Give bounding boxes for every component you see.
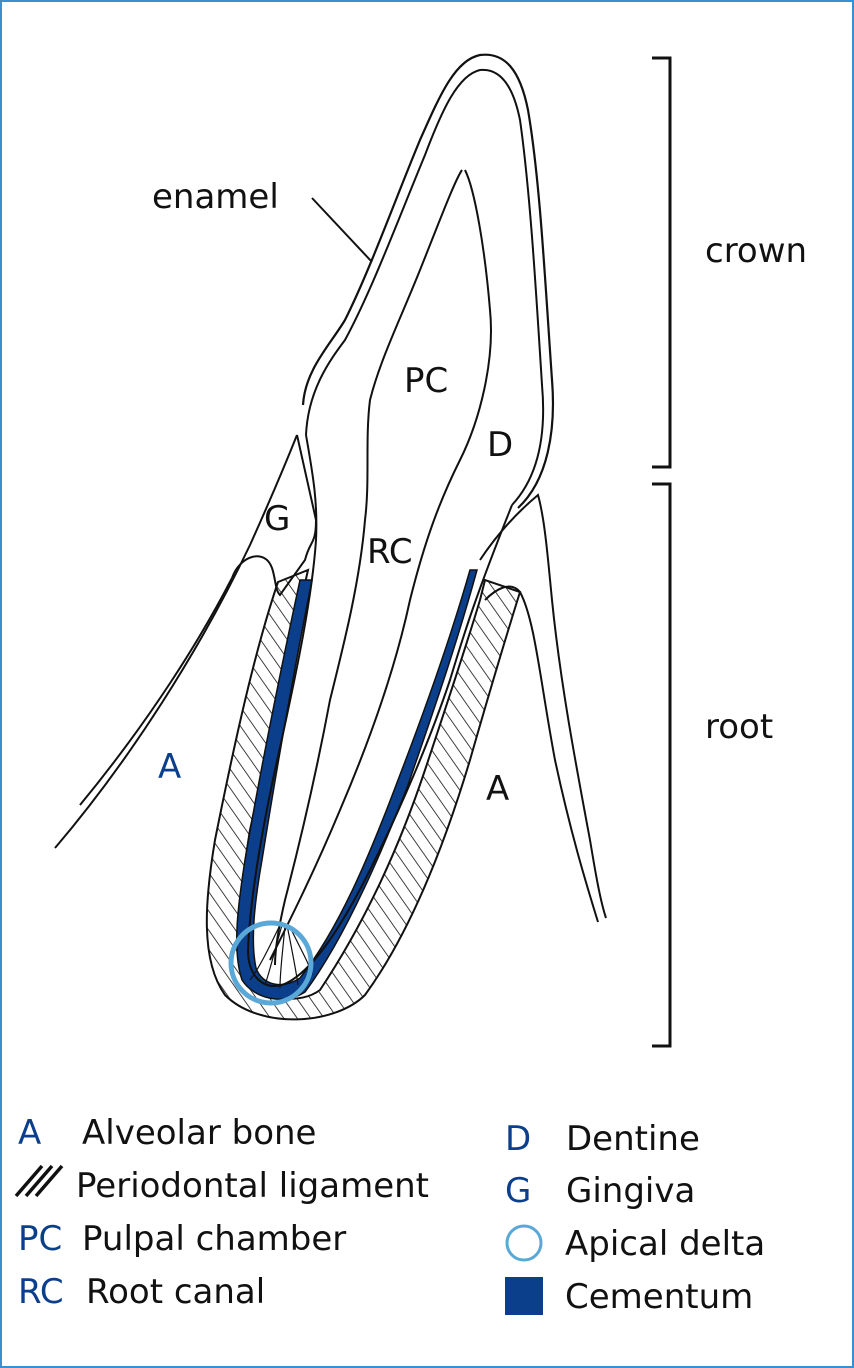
legend-text-apical-delta: Apical delta bbox=[565, 1224, 765, 1264]
label-rc: RC bbox=[367, 532, 413, 572]
crown-bracket bbox=[652, 56, 672, 469]
label-pc: PC bbox=[404, 361, 448, 401]
label-a-left: A bbox=[158, 747, 181, 787]
right-bone-inner bbox=[484, 585, 599, 923]
legend-text-root-canal: Root canal bbox=[86, 1272, 265, 1312]
enamel-outer bbox=[301, 53, 555, 509]
legend-code-pc: PC bbox=[18, 1219, 62, 1259]
legend-code-g: G bbox=[505, 1171, 531, 1211]
legend-text-cementum: Cementum bbox=[565, 1277, 753, 1317]
dentine-outline bbox=[246, 434, 513, 987]
root-bracket bbox=[652, 482, 672, 1048]
apical-delta-circle bbox=[228, 920, 314, 1006]
apical-fibres bbox=[249, 924, 313, 989]
apical-delta-icon bbox=[505, 1224, 543, 1262]
label-d: D bbox=[487, 425, 513, 465]
legend-text-pulpal-chamber: Pulpal chamber bbox=[82, 1219, 346, 1259]
legend-right: D Dentine G Gingiva Apical delta Cementu… bbox=[505, 1119, 765, 1317]
left-bone-outline bbox=[54, 434, 298, 849]
label-enamel: enamel bbox=[152, 177, 279, 217]
legend-text-alveolar-bone: Alveolar bone bbox=[82, 1113, 316, 1153]
label-crown: crown bbox=[705, 231, 807, 271]
label-root: root bbox=[705, 707, 773, 747]
hatch-icon bbox=[14, 1164, 64, 1198]
enamel-inner bbox=[305, 68, 545, 506]
enamel-pointer bbox=[311, 197, 373, 263]
left-bone-inner-line bbox=[79, 577, 233, 806]
label-a-right: A bbox=[486, 769, 509, 809]
legend-code-rc: RC bbox=[18, 1272, 64, 1312]
legend-text-gingiva: Gingiva bbox=[566, 1171, 695, 1211]
legend-code-a: A bbox=[18, 1113, 41, 1153]
legend-text-periodontal-ligament: Periodontal ligament bbox=[76, 1166, 429, 1206]
cementum-band bbox=[235, 569, 478, 1000]
pulp-chamber bbox=[269, 169, 492, 966]
right-gingiva bbox=[479, 493, 607, 919]
legend-left: A Alveolar bone Periodontal ligament PC … bbox=[14, 1113, 429, 1312]
legend-code-d: D bbox=[505, 1119, 531, 1159]
legend-text-dentine: Dentine bbox=[566, 1119, 700, 1159]
cementum-swatch-icon bbox=[505, 1277, 543, 1315]
label-g: G bbox=[264, 499, 290, 539]
